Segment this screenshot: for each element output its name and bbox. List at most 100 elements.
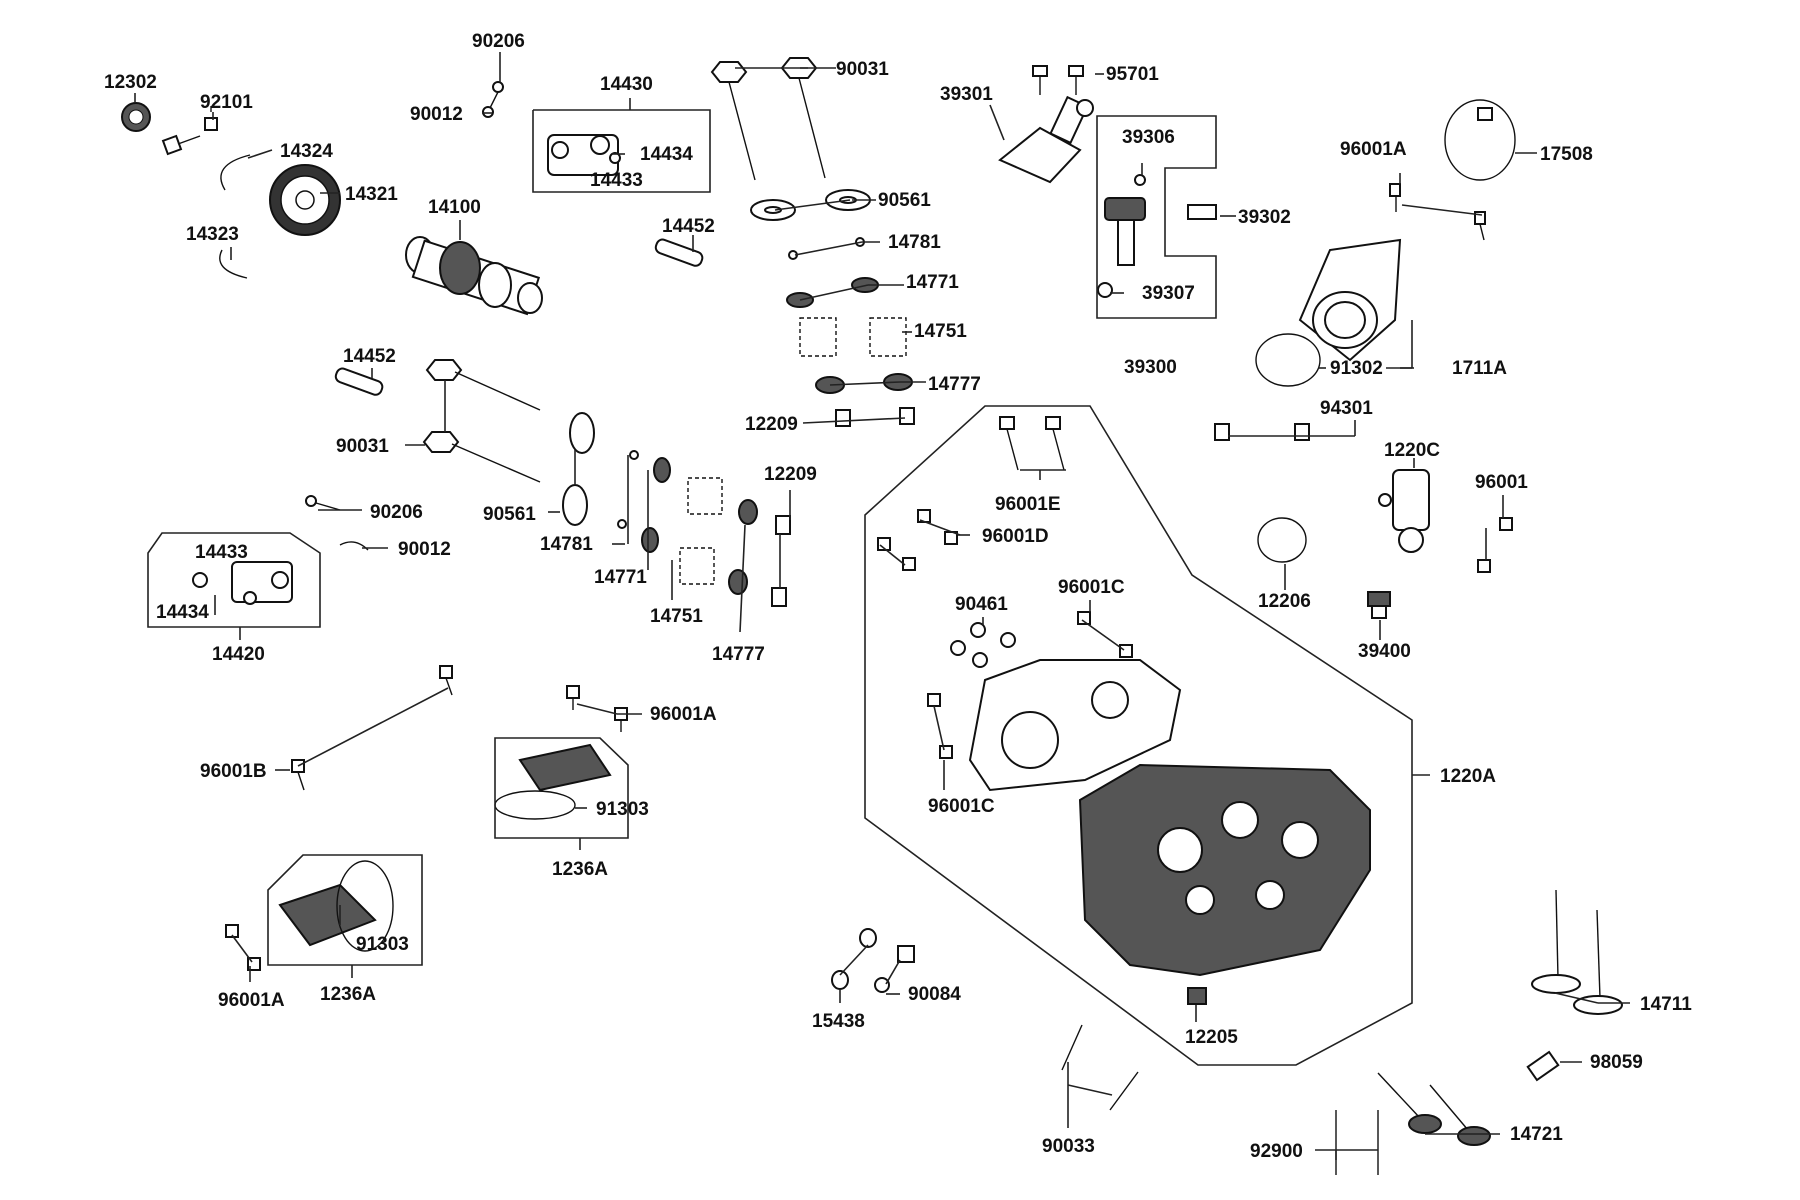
label-14751-top: 14751 <box>914 321 967 342</box>
bolts-95701-part <box>1032 65 1084 95</box>
group-box-14430 <box>532 109 711 193</box>
label-91303-upper: 91303 <box>596 799 649 820</box>
label-92101: 92101 <box>200 92 253 113</box>
cam-sprocket-part <box>269 164 341 236</box>
label-14323: 14323 <box>186 224 239 245</box>
housing-39301-part <box>998 95 1094 184</box>
label-39400: 39400 <box>1358 641 1411 662</box>
bolts-96001A-lower-part <box>225 924 261 971</box>
label-90561-top: 90561 <box>878 190 931 211</box>
label-14771-top: 14771 <box>906 272 959 293</box>
label-90012-mid: 90012 <box>398 539 451 560</box>
bolts-96001A-right-part <box>1389 183 1486 241</box>
clamp-17508-part <box>1444 99 1516 181</box>
o-ring-91302-part <box>1255 333 1321 387</box>
label-90033: 90033 <box>1042 1136 1095 1157</box>
keepers-14781-mid-part <box>617 450 639 529</box>
label-90084: 90084 <box>908 984 961 1005</box>
plug-12205-part <box>1187 987 1207 1005</box>
label-39306: 39306 <box>1122 127 1175 148</box>
fitting-1220C-part <box>1378 469 1430 553</box>
label-96001B: 96001B <box>200 761 267 782</box>
label-14777-mid: 14777 <box>712 644 765 665</box>
sensor-98059-part <box>1526 1050 1560 1082</box>
cover-1236A-upper-part <box>494 743 612 820</box>
label-90461: 90461 <box>955 594 1008 615</box>
seal-15438-part <box>831 928 877 990</box>
connector-39302-part <box>1187 204 1217 220</box>
label-17508: 17508 <box>1540 144 1593 165</box>
pin-14452-top-part <box>654 238 704 267</box>
camshaft-part <box>405 236 543 316</box>
clip-14324-part <box>220 154 251 191</box>
label-90206-top: 90206 <box>472 31 525 52</box>
label-96001C-upper: 96001C <box>1058 577 1125 598</box>
label-96001A-lower: 96001A <box>218 990 285 1011</box>
label-14751-mid: 14751 <box>650 606 703 627</box>
label-14433-mid: 14433 <box>195 542 248 563</box>
cover-1236A-lower-part <box>278 860 394 952</box>
label-90012-top: 90012 <box>410 104 463 125</box>
label-14433-top: 14433 <box>590 170 643 191</box>
cylinder-head-part <box>877 416 1371 977</box>
label-14781-top: 14781 <box>888 232 941 253</box>
long-bolts-90031-top-part <box>710 57 826 181</box>
retainers-14771-mid-part <box>641 457 671 553</box>
label-96001D: 96001D <box>982 526 1049 547</box>
label-14321: 14321 <box>345 184 398 205</box>
gasket-12206-part <box>1257 517 1307 563</box>
label-14434-top: 14434 <box>640 144 693 165</box>
guides-12209-top-part <box>835 407 915 427</box>
group-box-1220A <box>864 405 1413 1066</box>
valves-14721-part <box>1377 1072 1491 1146</box>
label-12302: 12302 <box>104 72 157 93</box>
label-14771-mid: 14771 <box>594 567 647 588</box>
springs-14751-mid-part <box>679 477 723 585</box>
label-12205: 12205 <box>1185 1027 1238 1048</box>
label-90561-mid: 90561 <box>483 504 536 525</box>
label-95701: 95701 <box>1106 64 1159 85</box>
label-14452-mid: 14452 <box>343 346 396 367</box>
label-1711A: 1711A <box>1452 358 1507 379</box>
label-14434-mid: 14434 <box>156 602 209 623</box>
long-bolts-90031-mid-part <box>422 359 541 483</box>
label-91302: 91302 <box>1330 358 1383 379</box>
pin-14452-mid-part <box>334 367 384 396</box>
label-14324: 14324 <box>280 141 333 162</box>
label-12206: 12206 <box>1258 591 1311 612</box>
label-12209-top: 12209 <box>745 414 798 435</box>
bolt-92101-part <box>161 106 218 156</box>
plug-90084-part <box>874 945 915 993</box>
valves-14711-part <box>1531 889 1623 1015</box>
bolt-90206-mid-part <box>305 495 341 511</box>
label-96001A-right: 96001A <box>1340 139 1407 160</box>
label-90031-top: 90031 <box>836 59 889 80</box>
label-14452-top: 14452 <box>662 216 715 237</box>
guides-12209-mid-part <box>771 515 791 607</box>
label-14781-mid: 14781 <box>540 534 593 555</box>
label-39301: 39301 <box>940 84 993 105</box>
group-box-1236A-lower <box>267 854 423 966</box>
label-1220C: 1220C <box>1384 440 1440 461</box>
rocker-arm-mid-part <box>192 561 293 605</box>
sensor-39400-part <box>1367 591 1391 619</box>
label-12209-mid: 12209 <box>764 464 817 485</box>
label-14100: 14100 <box>428 197 481 218</box>
label-39302: 39302 <box>1238 207 1291 228</box>
part-labels: 12302 92101 14324 14321 14323 90206 9001… <box>104 31 1692 1162</box>
washers-90561-mid-part <box>562 412 595 526</box>
plugs-94301-part <box>1214 423 1310 441</box>
rocker-arm-top-part <box>547 134 621 176</box>
injector-part <box>1097 174 1146 298</box>
studs-92900-part <box>1335 1110 1379 1175</box>
label-94301: 94301 <box>1320 398 1373 419</box>
label-14420: 14420 <box>212 644 265 665</box>
label-98059: 98059 <box>1590 1052 1643 1073</box>
oil-seal-part <box>121 102 151 132</box>
label-1236A-upper: 1236A <box>552 859 608 880</box>
group-box-14420 <box>147 532 321 628</box>
label-15438: 15438 <box>812 1011 865 1032</box>
label-14430: 14430 <box>600 74 653 95</box>
label-91303-lower: 91303 <box>356 934 409 955</box>
